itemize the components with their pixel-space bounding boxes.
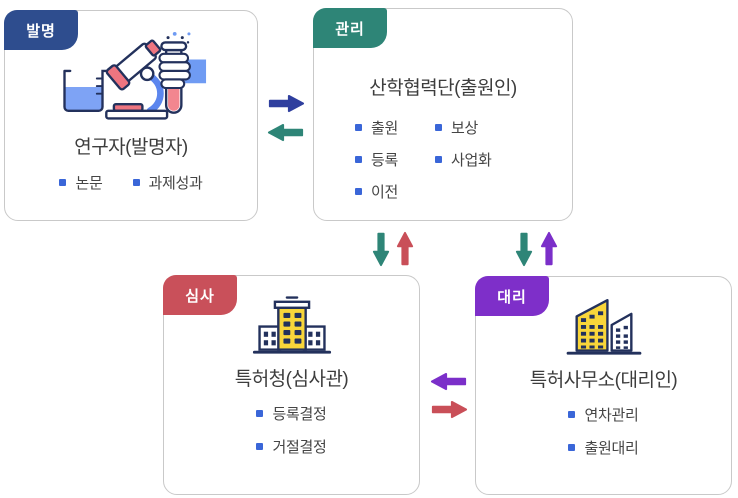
bullet-square-icon bbox=[132, 179, 140, 186]
arrows-invention-management bbox=[267, 94, 305, 142]
bullet-square-icon bbox=[355, 188, 362, 195]
card-title-management: 산학협력단(출원인) bbox=[369, 78, 517, 99]
card-title-agency: 특허사무소(대리인) bbox=[529, 370, 678, 391]
list-item-label: 사업화 bbox=[451, 152, 492, 169]
bullet-square-icon bbox=[59, 179, 67, 186]
bullet-square-icon bbox=[256, 443, 264, 450]
arrow-down-icon bbox=[515, 232, 533, 267]
bullet-square-icon bbox=[568, 411, 576, 418]
list-item-label: 출원 bbox=[371, 120, 399, 137]
list-item-label: 보상 bbox=[451, 120, 479, 137]
badge-agency: 대리 bbox=[475, 276, 549, 316]
card-agency: 대리 특허사무소(대리인) 연차관리 bbox=[475, 276, 732, 495]
bullet-square-icon bbox=[435, 124, 442, 131]
list-item: 등록 bbox=[355, 149, 435, 170]
bullet-square-icon bbox=[568, 444, 576, 451]
office-buildings-icon bbox=[566, 299, 641, 355]
list-item: 이전 bbox=[355, 181, 435, 202]
list-item: 논문 bbox=[59, 172, 103, 193]
list-item-label: 이전 bbox=[371, 184, 399, 201]
list-item-label: 거절결정 bbox=[272, 439, 327, 456]
bullet-square-icon bbox=[355, 156, 362, 163]
arrow-right-icon bbox=[431, 400, 468, 419]
list-item-label: 등록 bbox=[371, 152, 399, 169]
bullet-square-icon bbox=[435, 156, 442, 163]
list-item-label: 연차관리 bbox=[584, 407, 639, 424]
list-item-label: 논문 bbox=[75, 175, 103, 192]
card-title-invention: 연구자(발명자) bbox=[74, 137, 188, 158]
list-item: 사업화 bbox=[435, 149, 531, 170]
badge-management: 관리 bbox=[313, 8, 387, 48]
microscope-lab-icon bbox=[63, 31, 207, 120]
arrow-up-icon bbox=[396, 231, 414, 266]
government-building-icon bbox=[252, 296, 331, 354]
arrows-management-examination bbox=[372, 231, 414, 267]
arrow-up-icon bbox=[540, 231, 558, 266]
card-management: 관리 산학협력단(출원인) 출원 보상 등록 사업화 이전 bbox=[313, 8, 573, 221]
arrow-down-icon bbox=[372, 232, 390, 267]
list-item: 출원 bbox=[355, 117, 435, 138]
badge-invention: 발명 bbox=[4, 10, 78, 50]
list-item-label: 출원대리 bbox=[584, 440, 639, 457]
bullet-square-icon bbox=[355, 124, 362, 131]
arrows-examination-agency bbox=[430, 372, 468, 419]
arrow-left-icon bbox=[430, 372, 467, 391]
list-item-label: 등록결정 bbox=[272, 406, 327, 423]
list-item: 거절결정 bbox=[256, 436, 327, 457]
list-item: 연차관리 bbox=[568, 404, 639, 425]
badge-examination: 심사 bbox=[163, 275, 237, 315]
arrow-left-icon bbox=[267, 123, 304, 142]
list-item: 등록결정 bbox=[256, 403, 327, 424]
card-title-examination: 특허청(심사관) bbox=[234, 369, 349, 390]
card-examination: 심사 특허청(심사관) 등록결정 bbox=[163, 275, 420, 495]
card-invention: 발명 bbox=[4, 10, 258, 221]
list-item: 과제성과 bbox=[132, 172, 203, 193]
arrows-management-agency bbox=[515, 231, 558, 267]
list-item: 출원대리 bbox=[568, 437, 639, 458]
bullet-square-icon bbox=[256, 410, 264, 417]
list-item-label: 과제성과 bbox=[148, 175, 203, 192]
list-item: 보상 bbox=[435, 117, 531, 138]
arrow-right-icon bbox=[268, 94, 305, 113]
